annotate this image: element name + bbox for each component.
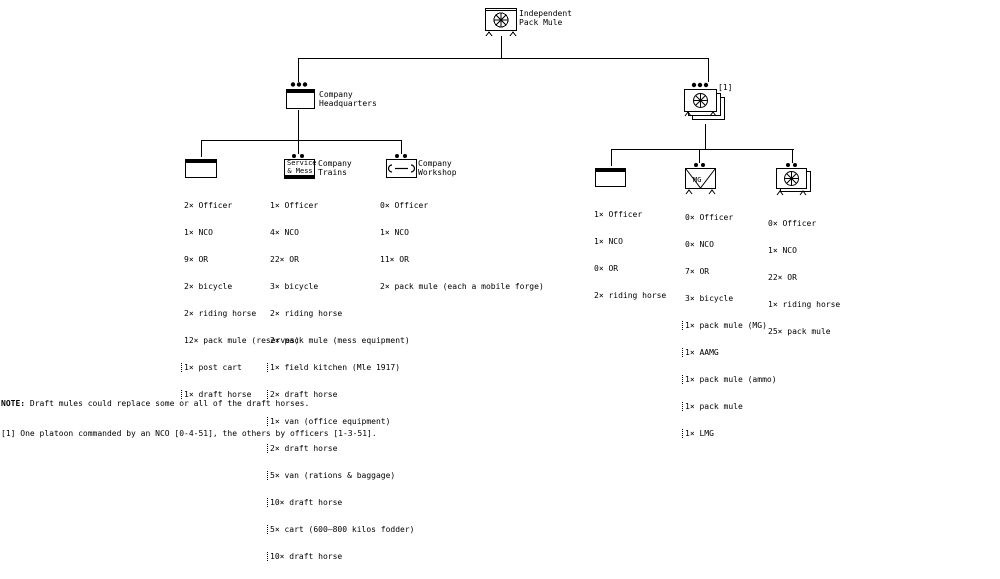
roster-line: 2× Officer (184, 201, 233, 210)
roster-line: 2× pack mule (each a mobile forge) (380, 282, 544, 291)
unit-company-workshop: Company Workshop 0× Officer 1× NCO 11× O… (380, 154, 544, 291)
workshop-symbol (386, 154, 417, 178)
roster-line: 3× bicycle (685, 294, 734, 303)
unit-independent-pack-mule: Independent Pack Mule (485, 6, 572, 40)
unit-platoon: [1] (684, 82, 744, 127)
footnote-ref: [1] (718, 83, 733, 92)
roster-line: 22× OR (270, 255, 299, 264)
pack-mule-section-symbol (776, 163, 811, 196)
unit-label: Company Workshop (418, 159, 457, 177)
pack-mule-company-symbol (485, 8, 517, 37)
roster-line: 1× NCO (184, 228, 213, 237)
pack-mule-section-roster: 0× Officer 1× NCO 22× OR 1× riding horse… (768, 201, 840, 354)
roster-line: 2× riding horse (184, 309, 257, 318)
note-line: NOTE: Draft mules could replace some or … (1, 399, 377, 409)
roster-line: 2× riding horse (270, 309, 343, 318)
roster-line: 3× bicycle (270, 282, 319, 291)
roster-line: 1× post cart (181, 363, 300, 372)
roster-line: 7× OR (685, 267, 710, 276)
unit-hq-section: 2× Officer 1× NCO 9× OR 2× bicycle 2× ri… (181, 157, 300, 399)
mg-section-symbol (685, 163, 716, 195)
unit-company-headquarters: Company Headquarters (285, 82, 377, 112)
roster-line: 1× draft horse (181, 390, 300, 399)
unit-label: Company Headquarters (319, 90, 377, 108)
roster-line: 1× NCO (380, 228, 409, 237)
mg-symbol-text: MG (693, 176, 702, 184)
roster-line: 1× NCO (594, 237, 623, 246)
roster-line: 0× NCO (685, 240, 714, 249)
roster-line: 1× pack mule (MG) (682, 321, 777, 330)
roster-line: 1× LMG (682, 429, 777, 438)
roster-line: 1× AAMG (682, 348, 777, 357)
trains-symbol-text: Service & Mess (287, 159, 317, 175)
roster-line: 11× OR (380, 255, 409, 264)
note-heading: NOTE: (1, 399, 26, 408)
roster-line: 0× Officer (685, 213, 734, 222)
roster-line: 4× NCO (270, 228, 299, 237)
unit-pack-mule-section: 0× Officer 1× NCO 22× OR 1× riding horse… (768, 163, 885, 336)
unit-platoon-hq: 1× Officer 1× NCO 0× OR 2× riding horse (594, 166, 695, 300)
unit-label: Independent Pack Mule (519, 9, 572, 27)
roster-line: 0× Officer (768, 219, 817, 228)
roster-line: 2× draft horse (267, 390, 415, 399)
roster-line: 1× Officer (270, 201, 319, 210)
roster-line: 12× pack mule (reserves) (184, 336, 300, 345)
trains-symbol (284, 154, 315, 179)
roster-line: 2× bicycle (184, 282, 233, 291)
roster-line: 1× pack mule (ammo) (682, 375, 777, 384)
workshop-roster: 0× Officer 1× NCO 11× OR 2× pack mule (e… (380, 183, 544, 309)
hq-section-symbol (185, 159, 217, 178)
roster-line: 10× draft horse (267, 552, 415, 561)
roster-line: 22× OR (768, 273, 797, 282)
platoon-hq-roster: 1× Officer 1× NCO 0× OR 2× riding horse (594, 192, 666, 318)
roster-line: 0× OR (594, 264, 619, 273)
hq-section-roster: 2× Officer 1× NCO 9× OR 2× bicycle 2× ri… (181, 183, 300, 417)
mg-section-roster: 0× Officer 0× NCO 7× OR 3× bicycle 1× pa… (682, 195, 777, 456)
roster-line: 0× Officer (380, 201, 429, 210)
roster-line: 1× pack mule (682, 402, 777, 411)
org-chart-connectors (201, 36, 794, 166)
roster-line: 5× van (rations & baggage) (267, 471, 415, 480)
platoon-stacked-symbol (684, 82, 725, 120)
footnote-line: [1] One platoon commanded by an NCO [0-4… (1, 429, 377, 438)
roster-line: 25× pack mule (768, 327, 831, 336)
platoon-hq-symbol (595, 168, 626, 187)
roster-line: 1× riding horse (768, 300, 841, 309)
roster-line: 1× field kitchen (Mle 1917) (267, 363, 415, 372)
roster-line: 5× cart (600–800 kilos fodder) (267, 525, 415, 534)
roster-line: 9× OR (184, 255, 209, 264)
unit-label: Company Trains (318, 159, 352, 177)
company-hq-symbol (286, 82, 315, 109)
note-text: Draft mules could replace some or all of… (25, 399, 310, 408)
roster-line: 2× pack mule (mess equipment) (270, 336, 410, 345)
roster-line: 1× NCO (768, 246, 797, 255)
roster-line: 10× draft horse (267, 498, 415, 507)
roster-line: 2× riding horse (594, 291, 667, 300)
roster-line: 1× Officer (594, 210, 643, 219)
notes-block: NOTE: Draft mules could replace some or … (1, 379, 377, 449)
